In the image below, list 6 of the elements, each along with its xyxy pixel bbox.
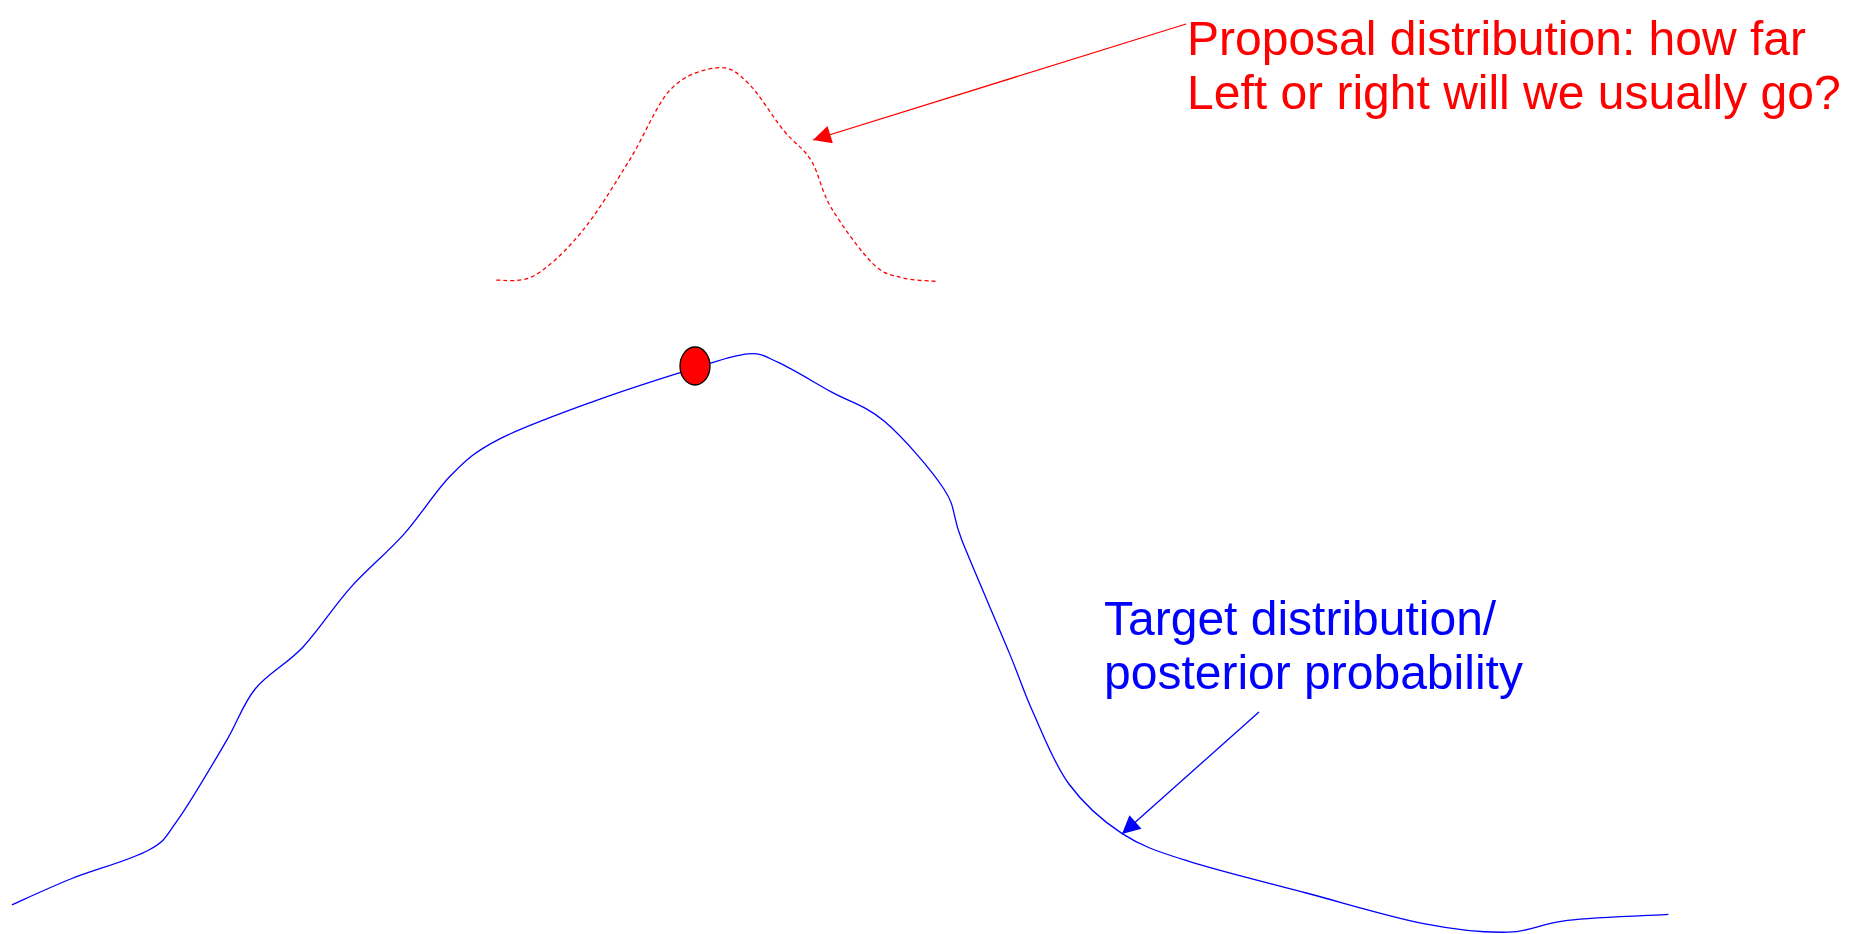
- target-distribution-curve: [11, 353, 1670, 933]
- annotation-text: Proposal distribution: how far Left or right will we usually go?: [1187, 12, 1859, 120]
- arrow: [1121, 711, 1260, 835]
- annotation-text: Target distribution/ posterior probability: [1104, 592, 1534, 700]
- arrow: [812, 23, 1187, 144]
- current-position-dot: [679, 346, 711, 386]
